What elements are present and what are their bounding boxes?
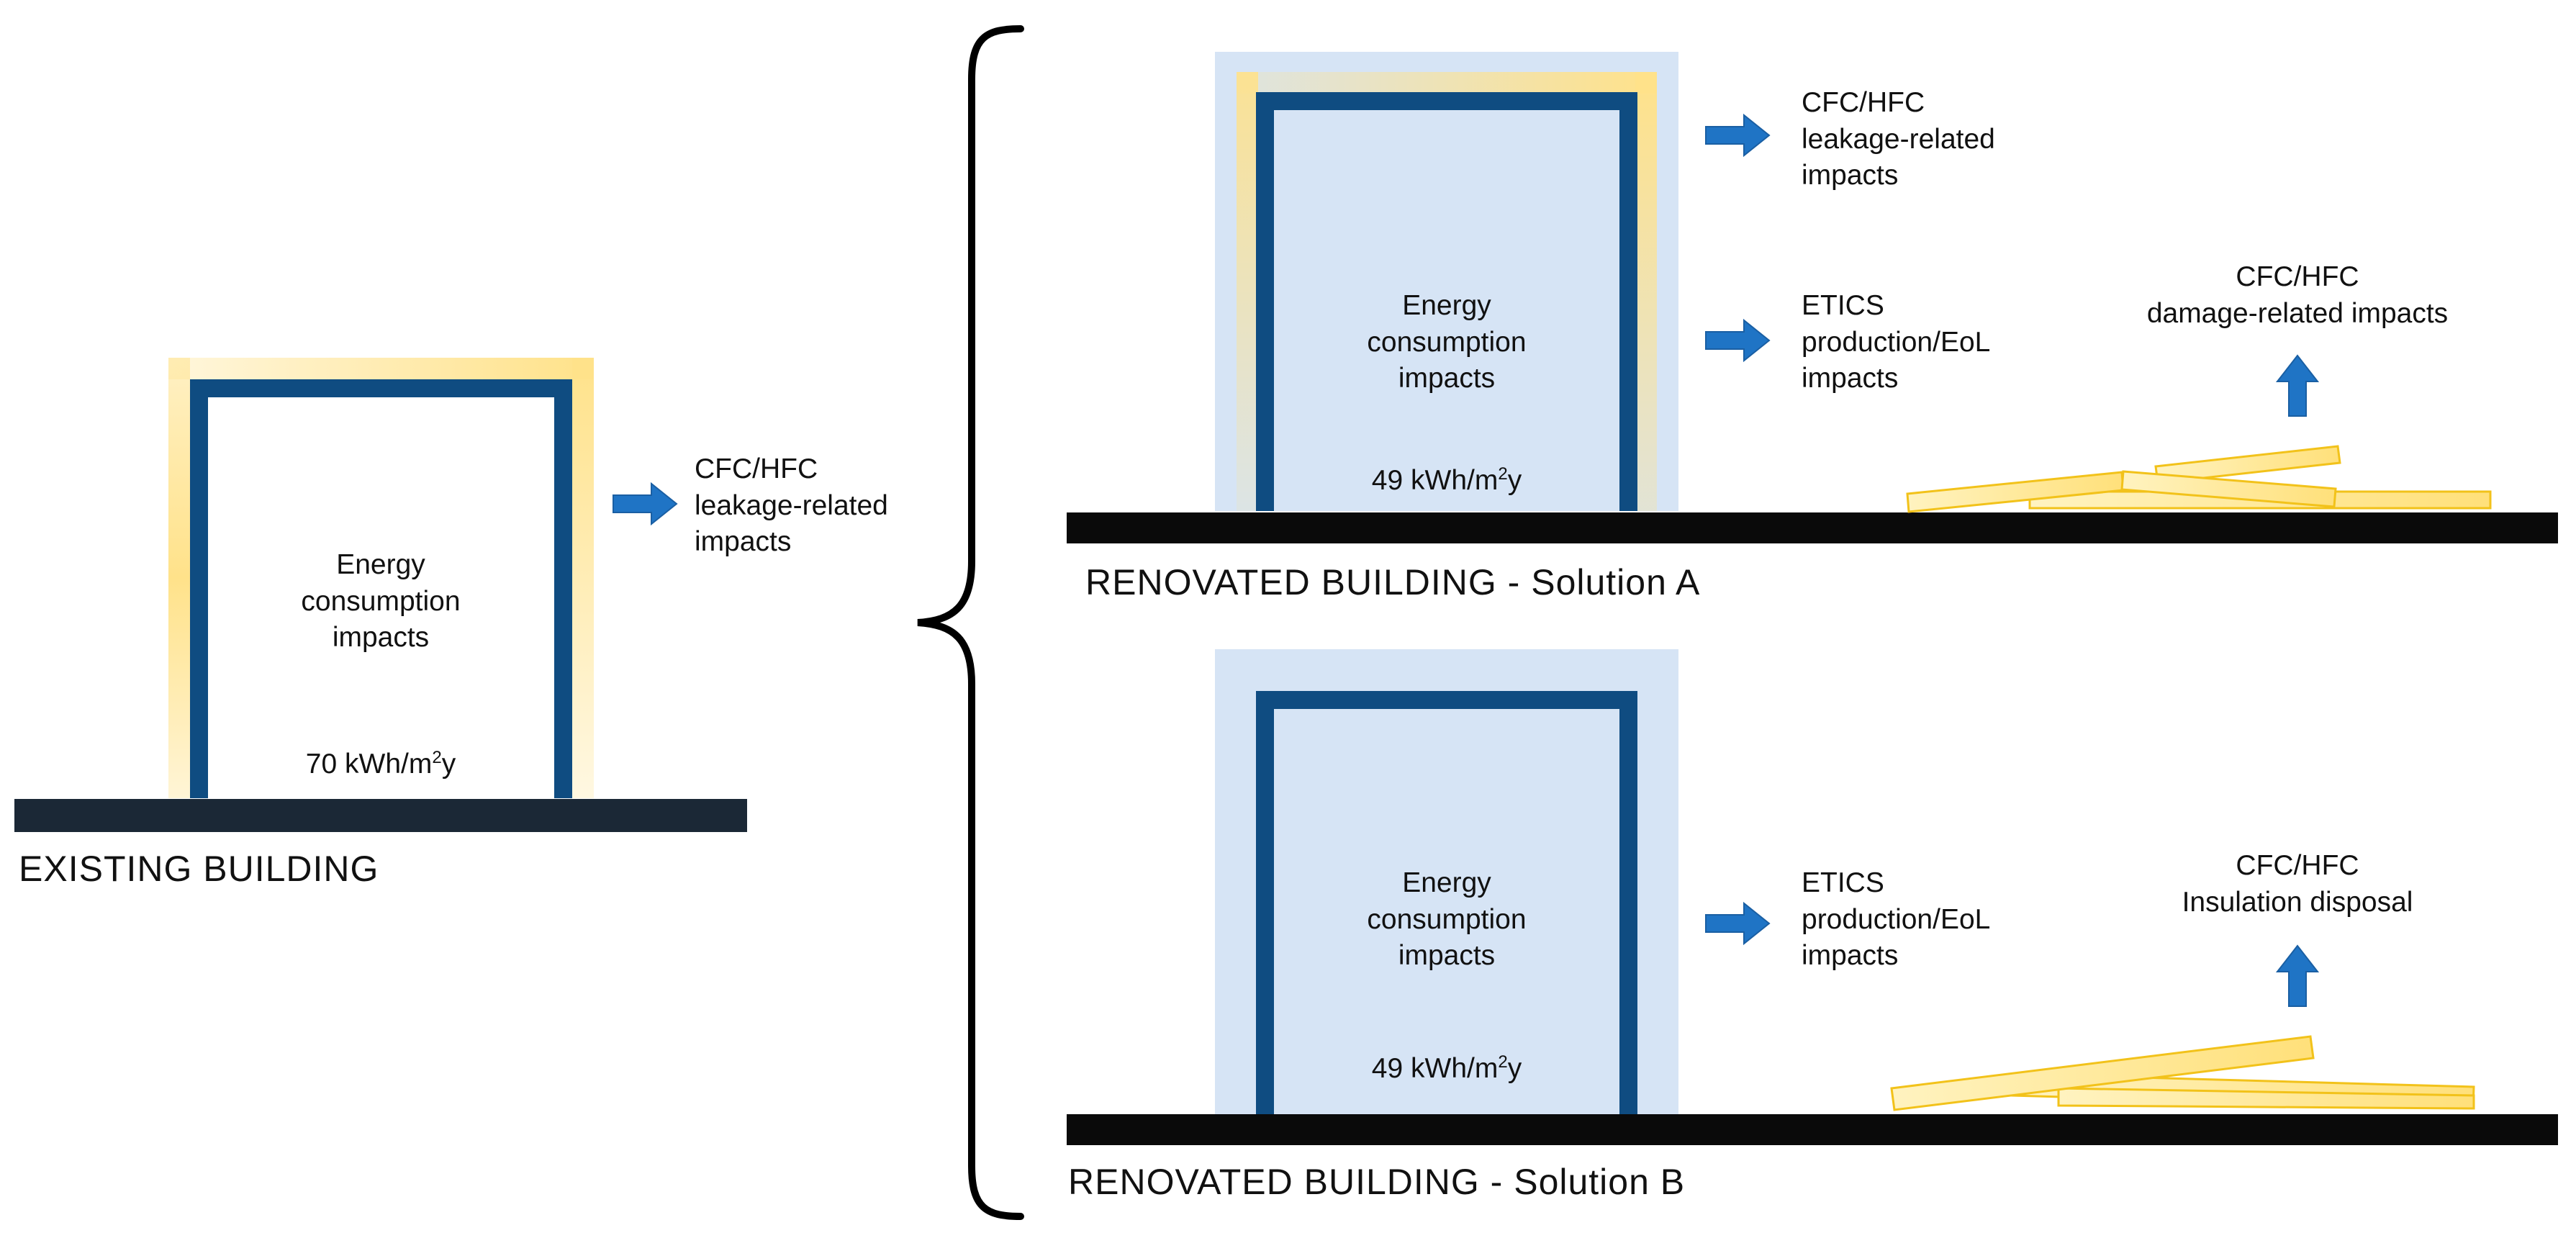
right-arrow-icon xyxy=(613,482,678,526)
solution-b-energy-label: Energy consumption impacts xyxy=(1367,867,1527,972)
existing-consumption-value: 70 kWh/m2y xyxy=(305,748,456,780)
existing-insulation-top xyxy=(168,358,593,379)
solution-b-disposal-label: CFC/HFC Insulation disposal xyxy=(2182,850,2413,918)
up-arrow-icon xyxy=(2275,354,2320,417)
insulation-board xyxy=(2120,470,2337,508)
right-arrow-icon xyxy=(1705,113,1771,158)
solution-a-energy-label: Energy consumption impacts xyxy=(1367,290,1527,394)
solution-a-caption: RENOVATED BUILDING - Solution A xyxy=(1085,562,1701,602)
solution-a-etics xyxy=(1215,52,1678,511)
solution-b-ground xyxy=(1067,1114,2558,1145)
right-arrow-icon xyxy=(1705,318,1771,363)
up-arrow-icon xyxy=(2275,944,2320,1007)
solution-a-insulation-boards xyxy=(1906,445,2492,513)
solution-a-insulation-top xyxy=(1237,72,1657,94)
insulation-board xyxy=(2057,1087,2475,1110)
solution-a-insulation-right xyxy=(1635,72,1657,511)
solution-a-leakage-label: CFC/HFC leakage-related impacts xyxy=(1802,87,1995,191)
solution-a-insulation-left xyxy=(1237,72,1258,511)
existing-ground xyxy=(14,799,747,832)
existing-insulation-right xyxy=(572,358,594,798)
solution-a-etics-label: ETICS production/EoL impacts xyxy=(1802,290,1991,394)
solution-a-ground xyxy=(1067,512,2558,543)
solution-a-damage-label: CFC/HFC damage-related impacts xyxy=(2146,261,2449,329)
solution-b-consumption-value: 49 kWh/m2y xyxy=(1371,1052,1522,1084)
existing-building xyxy=(14,358,747,832)
existing-caption: EXISTING BUILDING xyxy=(19,849,379,889)
right-arrow-icon xyxy=(1705,901,1771,946)
existing-leakage-label: CFC/HFC leakage-related impacts xyxy=(695,453,888,558)
solution-a-consumption-value: 49 kWh/m2y xyxy=(1371,464,1522,496)
solution-b-caption: RENOVATED BUILDING - Solution B xyxy=(1068,1162,1686,1202)
solution-a-building xyxy=(1067,52,2558,543)
solution-b-etics-label: ETICS production/EoL impacts xyxy=(1802,867,1991,972)
solution-b-building xyxy=(1067,649,2558,1145)
existing-insulation-left xyxy=(168,358,190,798)
left-curly-brace-icon xyxy=(917,25,1024,1220)
solution-b-insulation-boards xyxy=(1890,1035,2475,1111)
existing-energy-label: Energy consumption impacts xyxy=(301,549,461,654)
solution-b-etics xyxy=(1215,649,1678,1114)
insulation-board xyxy=(1890,1035,2315,1111)
